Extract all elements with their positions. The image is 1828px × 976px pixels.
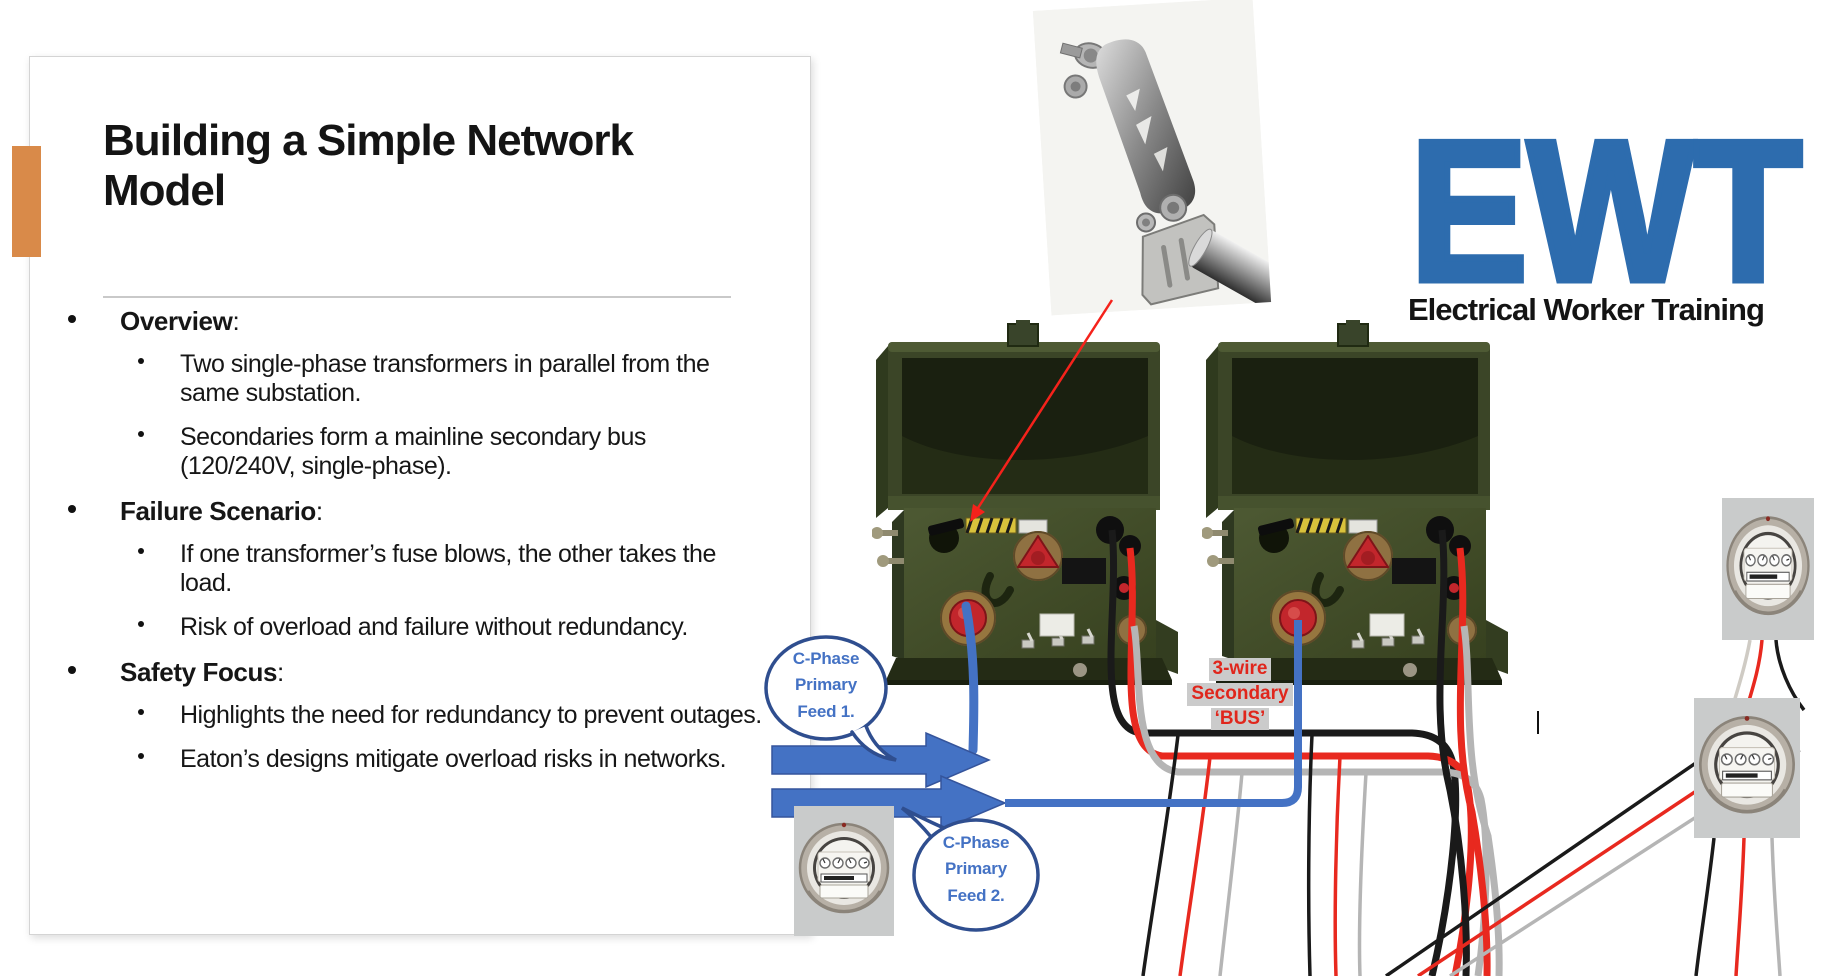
sub-bullet-text: If one transformer’s fuse blows, the oth… xyxy=(180,540,716,597)
heading-text: Safety Focus xyxy=(120,657,278,687)
accent-bar xyxy=(12,146,41,257)
ewt-logo: EWT Electrical Worker Training xyxy=(1408,122,1812,328)
meter-photo-right-2 xyxy=(1694,698,1800,838)
callout-line: Primary xyxy=(945,859,1007,879)
slide-panel xyxy=(29,56,811,935)
logo-acronym-graphic: EWT xyxy=(1408,122,1806,290)
section-heading: Safety Focus: xyxy=(62,657,784,688)
sub-bullet-text: Risk of overload and failure without red… xyxy=(180,613,688,641)
callout-line: C-Phase xyxy=(792,649,860,668)
bullet-dot xyxy=(138,621,144,627)
sub-bullet-text: Secondaries form a mainline secondary bu… xyxy=(180,423,646,480)
title-divider xyxy=(103,296,731,298)
bus-label-line: 3-wire xyxy=(1208,658,1272,681)
section-heading: Failure Scenario: xyxy=(62,496,784,527)
callout-bubble-shape xyxy=(764,635,897,762)
callout-bubble-shape xyxy=(900,806,1040,932)
heading-colon: : xyxy=(315,496,323,526)
bullet-dot xyxy=(68,666,76,674)
sub-bullet: If one transformer’s fuse blows, the oth… xyxy=(62,540,784,598)
bus-label-line: Secondary xyxy=(1187,682,1293,706)
bullet-dot xyxy=(138,358,144,364)
bus-label-line: ‘BUS’ xyxy=(1210,707,1270,731)
bullet-dot xyxy=(138,753,144,759)
sub-bullet: Eaton’s designs mitigate overload risks … xyxy=(62,745,784,774)
meter-photo-left xyxy=(794,806,894,936)
bullet-dot xyxy=(138,431,144,437)
text-cursor xyxy=(1537,711,1539,734)
callout-feed2: C-Phase Primary Feed 2. xyxy=(900,806,1046,938)
heading-text: Failure Scenario xyxy=(120,496,316,526)
callout-line: Feed 1. xyxy=(797,701,855,721)
fuse-illustration xyxy=(1032,0,1272,316)
sub-bullet-text: Eaton’s designs mitigate overload risks … xyxy=(180,745,727,773)
bullet-list: Overview: Two single-phase transformers … xyxy=(62,306,784,789)
sub-bullet: Risk of overload and failure without red… xyxy=(62,613,784,642)
heading-colon: : xyxy=(232,306,240,336)
sub-bullet-text: Highlights the need for redundancy to pr… xyxy=(180,701,762,729)
sub-bullet: Highlights the need for redundancy to pr… xyxy=(62,701,784,730)
bus-label: 3-wire Secondary ‘BUS’ xyxy=(1182,656,1298,732)
logo-acronym: EWT xyxy=(1410,122,1802,290)
transformer-1 xyxy=(872,318,1182,688)
callout-feed1: C-Phase Primary Feed 1. xyxy=(760,634,902,764)
slide-title: Building a Simple Network Model xyxy=(103,116,634,216)
callout-line: Primary xyxy=(795,675,857,695)
sub-bullet: Secondaries form a mainline secondary bu… xyxy=(62,423,784,481)
callout-line: C-Phase xyxy=(942,833,1010,852)
bullet-dot xyxy=(138,548,144,554)
meter-photo-right-1 xyxy=(1722,498,1814,640)
bullet-dot xyxy=(138,709,144,715)
callout-line: Feed 2. xyxy=(947,885,1005,905)
bullet-dot xyxy=(68,505,76,513)
heading-text: Overview xyxy=(120,306,233,336)
logo-name: Electrical Worker Training xyxy=(1408,292,1765,327)
heading-colon: : xyxy=(277,657,284,687)
sub-bullet: Two single-phase transformers in paralle… xyxy=(62,350,784,408)
fuse-photo xyxy=(1032,0,1272,316)
section-heading: Overview: xyxy=(62,306,784,337)
bullet-dot xyxy=(68,315,76,323)
sub-bullet-text: Two single-phase transformers in paralle… xyxy=(180,350,710,407)
transformer-2 xyxy=(1202,318,1512,688)
